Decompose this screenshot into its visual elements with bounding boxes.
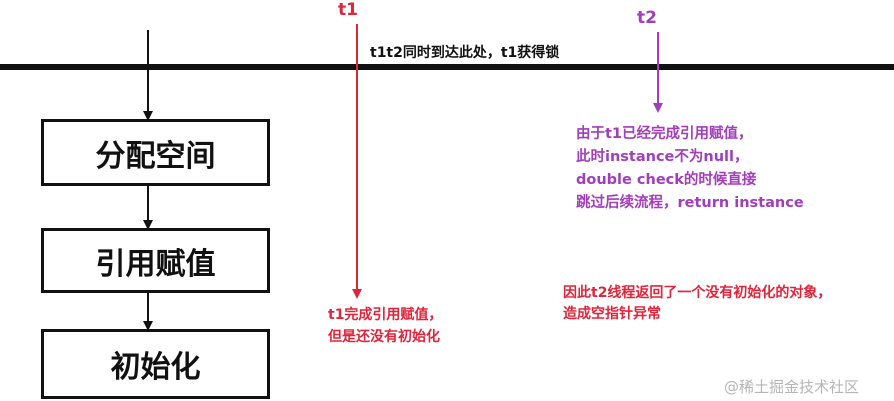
- t1-note: t1完成引用赋值， 但是还没有初始化: [328, 304, 442, 348]
- result-note: 因此t2线程返回了一个没有初始化的对象， 造成空指针异常: [563, 283, 831, 325]
- result-note-line: 造成空指针异常: [563, 306, 661, 322]
- step-assign-reference-label: 引用赋值: [95, 246, 216, 282]
- t2-note-line: 跳过后续流程，return instance: [576, 195, 804, 211]
- t1-label: t1: [338, 0, 358, 20]
- step-initialize: 初始化: [41, 329, 270, 399]
- t1-note-line: 但是还没有初始化: [328, 329, 440, 345]
- step-allocate-space-label: 分配空间: [95, 138, 216, 174]
- t2-note-line: double check的时候直接: [576, 172, 757, 188]
- t2-note-line: 由于t1已经完成引用赋值，: [576, 126, 753, 142]
- step-initialize-label: 初始化: [110, 350, 201, 385]
- barrier-note: t1t2同时到达此处，t1获得锁: [370, 45, 560, 61]
- t2-note: 由于t1已经完成引用赋值， 此时instance不为null， double c…: [576, 123, 804, 215]
- t1-note-line: t1完成引用赋值，: [328, 307, 443, 323]
- step-allocate-space: 分配空间: [41, 119, 270, 186]
- t2-note-line: 此时instance不为null，: [576, 149, 749, 165]
- step-assign-reference: 引用赋值: [41, 228, 270, 293]
- result-note-line: 因此t2线程返回了一个没有初始化的对象，: [563, 285, 832, 301]
- t2-label: t2: [637, 8, 657, 28]
- watermark: @稀土掘金技术社区: [724, 378, 860, 396]
